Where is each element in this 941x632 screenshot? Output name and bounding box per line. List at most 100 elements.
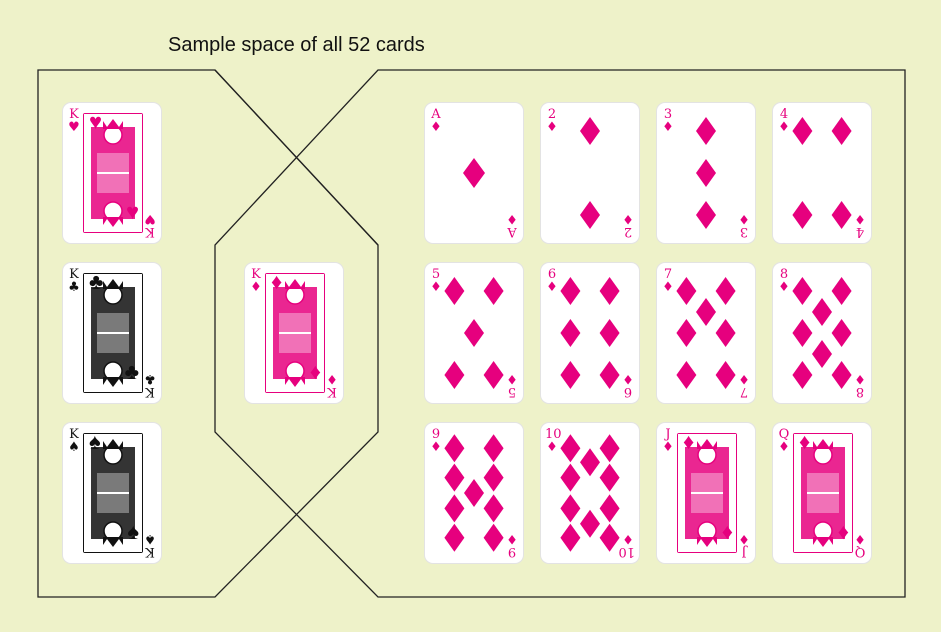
diamond-pip-icon	[716, 361, 736, 389]
face-suit-icon: ♦	[838, 519, 849, 545]
card-4-diamonds: 4♦4♦	[773, 103, 871, 243]
diamond-pip-icon	[464, 479, 484, 507]
face-suit-icon: ♦	[271, 269, 282, 295]
card-rank: K	[145, 384, 155, 399]
card-j-diamonds: J♦J♦ ♦♦	[657, 423, 755, 563]
diamond-pip-icon	[484, 524, 504, 552]
card-corner-top: K♠	[67, 428, 81, 454]
diagram-title: Sample space of all 52 cards	[168, 34, 425, 57]
face-suit-icon: ♠	[89, 429, 101, 455]
card-suit-icon: ♦	[249, 281, 263, 294]
diamond-pip-icon	[560, 361, 580, 389]
card-corner-bottom: K♦	[325, 372, 339, 398]
diamond-pip-icon	[832, 117, 852, 145]
face-suit-icon: ♦	[310, 359, 321, 385]
diamond-pip-icon	[600, 319, 620, 347]
diamond-pip-icon	[580, 510, 600, 538]
card-a-diamonds: A♦A♦	[425, 103, 523, 243]
card-6-diamonds: 6♦6♦	[541, 263, 639, 403]
card-pips	[541, 423, 639, 563]
card-3-diamonds: 3♦3♦	[657, 103, 755, 243]
diamond-pip-icon	[600, 464, 620, 492]
card-suit-icon: ♠	[143, 532, 157, 545]
card-10-diamonds: 10♦10♦	[541, 423, 639, 563]
card-corner-bottom: K♠	[143, 532, 157, 558]
diamond-pip-icon	[832, 277, 852, 305]
card-rank: K	[145, 544, 155, 559]
card-corner-top: J♦	[661, 428, 675, 454]
card-corner-top: K♥	[67, 108, 81, 134]
card-q-diamonds: Q♦Q♦ ♦♦	[773, 423, 871, 563]
card-rank: Q	[855, 544, 866, 559]
diamond-pip-icon	[696, 201, 716, 229]
card-suit-icon: ♦	[661, 441, 675, 454]
diamond-pip-icon	[560, 319, 580, 347]
diamond-pip-icon	[696, 298, 716, 326]
diamond-pip-icon	[812, 298, 832, 326]
card-7-diamonds: 7♦7♦	[657, 263, 755, 403]
card-pips	[657, 103, 755, 243]
card-suit-icon: ♥	[67, 121, 81, 134]
card-rank: J	[741, 544, 746, 559]
card-corner-top: K♣	[67, 268, 81, 294]
card-pips	[425, 103, 523, 243]
face-suit-icon: ♠	[127, 519, 139, 545]
diamond-pip-icon	[600, 434, 620, 462]
card-suit-icon: ♦	[853, 532, 867, 545]
diamond-pip-icon	[832, 319, 852, 347]
diamond-pip-icon	[696, 159, 716, 187]
card-king-spades: K♠K♠ ♠♠	[63, 423, 161, 563]
card-king-diamonds: K♦K♦ ♦♦	[245, 263, 343, 403]
diamond-pip-icon	[600, 277, 620, 305]
card-corner-bottom: Q♦	[853, 532, 867, 558]
diamond-pip-icon	[812, 340, 832, 368]
diamond-pip-icon	[444, 524, 464, 552]
card-king-hearts: K♥ K♥ ♥ ♥	[63, 103, 161, 243]
face-suit-icon: ♦	[683, 429, 694, 455]
diamond-pip-icon	[696, 117, 716, 145]
card-suit-icon: ♠	[67, 441, 81, 454]
card-corner-bottom: J♦	[737, 532, 751, 558]
diamond-pip-icon	[560, 277, 580, 305]
diamond-pip-icon	[444, 361, 464, 389]
diamond-pip-icon	[484, 494, 504, 522]
diamond-pip-icon	[444, 494, 464, 522]
face-suit-icon: ♦	[799, 429, 810, 455]
diamond-pip-icon	[484, 361, 504, 389]
card-suit-icon: ♦	[325, 372, 339, 385]
card-pips	[425, 263, 523, 403]
diamond-pip-icon	[792, 319, 812, 347]
diamond-pip-icon	[676, 319, 696, 347]
diamond-pip-icon	[484, 464, 504, 492]
diamond-pip-icon	[792, 201, 812, 229]
card-suit-icon: ♥	[143, 212, 157, 225]
diamond-pip-icon	[444, 464, 464, 492]
diamond-pip-icon	[484, 277, 504, 305]
diamond-pip-icon	[600, 494, 620, 522]
diamond-pip-icon	[444, 277, 464, 305]
card-corner-top: K♦	[249, 268, 263, 294]
diamond-pip-icon	[464, 319, 484, 347]
card-king-clubs: K♣K♣ ♣♣	[63, 263, 161, 403]
face-suit-icon: ♦	[722, 519, 733, 545]
diamond-pip-icon	[560, 494, 580, 522]
diamond-pip-icon	[560, 434, 580, 462]
diamond-pip-icon	[792, 277, 812, 305]
card-8-diamonds: 8♦8♦	[773, 263, 871, 403]
card-suit-icon: ♣	[67, 281, 81, 294]
diamond-pip-icon	[676, 361, 696, 389]
card-corner-bottom: K♥	[143, 212, 157, 238]
diamond-pip-icon	[832, 201, 852, 229]
card-rank: K	[327, 384, 337, 399]
face-suit-icon: ♥	[126, 199, 139, 225]
diamond-pip-icon	[580, 448, 600, 476]
diamond-pip-icon	[832, 361, 852, 389]
diamond-pip-icon	[560, 524, 580, 552]
card-pips	[773, 263, 871, 403]
card-9-diamonds: 9♦9♦	[425, 423, 523, 563]
diamond-pip-icon	[716, 319, 736, 347]
face-suit-icon: ♥	[89, 109, 102, 135]
card-pips	[657, 263, 755, 403]
diamond-pip-icon	[444, 434, 464, 462]
